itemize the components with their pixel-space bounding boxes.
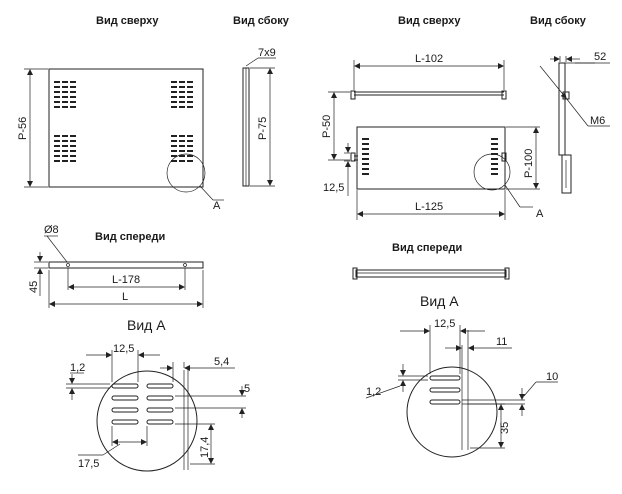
left-front-view-title: Вид спереди	[95, 231, 165, 243]
left-dim-l178: L-178	[112, 274, 140, 286]
right-dim-l102: L-102	[415, 53, 443, 65]
left-dim-p56: Р-56	[17, 117, 29, 140]
right-dim-12-5-side: 12,5	[323, 182, 344, 194]
right-dim-p50: Р-50	[321, 115, 333, 138]
right-dim-p100: Р-100	[523, 149, 535, 178]
left-dim-45: 45	[28, 281, 40, 293]
left-top-vent-slots	[54, 81, 193, 162]
left-detail-slots	[111, 383, 174, 425]
left-top-view-title: Вид сверху	[96, 15, 159, 27]
right-front-view-panel	[352, 267, 510, 280]
right-top-view-title: Вид сверху	[398, 15, 461, 27]
left-callout-a: А	[213, 200, 221, 212]
right-side-view-title: Вид сбоку	[530, 15, 587, 27]
right-detail-dim-35: 35	[499, 422, 511, 434]
right-detail-view: 12,5 11 1,2 10 35	[365, 318, 558, 458]
left-side-view-title: Вид сбоку	[233, 15, 290, 27]
left-detail-dim-5-4: 5,4	[214, 356, 229, 368]
left-detail-dim-17-5: 17,5	[78, 458, 99, 470]
left-detail-dim-12-5: 12,5	[113, 343, 134, 355]
left-dim-dia8: Ø8	[44, 224, 59, 236]
right-detail-dim-10: 10	[546, 371, 558, 383]
right-dim-l125: L-125	[415, 201, 443, 213]
right-dim-52: 52	[594, 51, 606, 63]
left-detail-a-circle	[166, 153, 206, 193]
left-detail-view: 12,5 5,4 1,2 5 17,4 17,5	[66, 343, 250, 472]
right-callout-a: А	[536, 208, 544, 220]
left-side-view-panel: Р-75 7х9	[242, 47, 276, 187]
right-detail-a-circle	[473, 153, 511, 191]
right-detail-view-title: Вид А	[420, 293, 459, 309]
right-detail-dim-12-5: 12,5	[434, 318, 455, 330]
right-top-vent-slots	[362, 138, 498, 175]
left-detail-dim-1-2: 1,2	[70, 362, 85, 374]
left-top-view-panel: А Р-56	[17, 68, 224, 212]
right-detail-dim-1-2: 1,2	[366, 386, 381, 398]
left-detail-view-title: Вид А	[127, 317, 166, 333]
left-detail-dim-17-4: 17,4	[199, 437, 211, 458]
right-side-view-panel: 52 M6	[539, 51, 610, 194]
right-dim-m6: M6	[590, 115, 605, 127]
left-detail-dim-5: 5	[244, 383, 250, 395]
left-dim-7x9: 7х9	[258, 47, 276, 59]
left-dim-p75: Р-75	[257, 117, 269, 140]
right-front-view-title: Вид спереди	[392, 242, 462, 254]
right-detail-dim-11: 11	[496, 336, 507, 348]
left-dim-l: L	[122, 291, 128, 303]
right-top-view-panel: А L-102 L-125 Р-50 12,5 Р-100	[321, 53, 544, 220]
right-detail-slots	[429, 375, 461, 405]
left-front-view-panel: L-178 L Ø8 45	[28, 224, 204, 308]
